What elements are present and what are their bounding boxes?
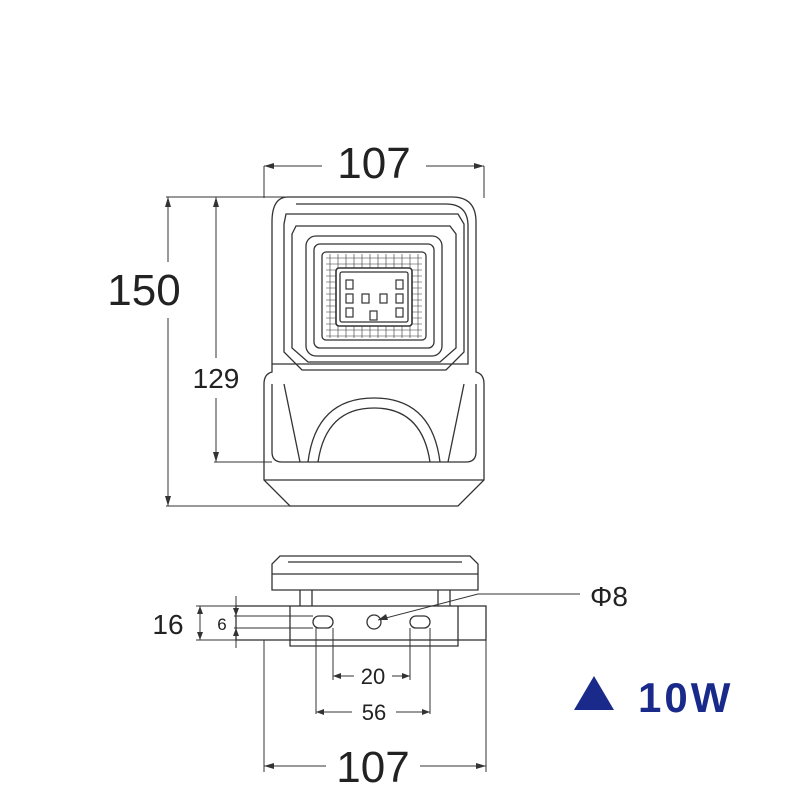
arrowhead — [165, 197, 171, 207]
side-mount-width-label: 56 — [362, 700, 386, 725]
side-housing-top — [271, 555, 479, 591]
power-label: 10W — [638, 674, 733, 721]
hole-leader-line — [377, 593, 580, 621]
front-width-label: 107 — [337, 139, 410, 188]
led-board — [335, 267, 413, 327]
lens-frame-inner — [321, 251, 427, 341]
led-chip — [361, 293, 370, 304]
led-chips — [345, 279, 404, 321]
front-housing-outline — [263, 196, 485, 507]
mount-hole — [366, 614, 382, 630]
side-view — [235, 555, 487, 647]
led-chip — [345, 279, 354, 290]
side-housing-body-inner — [311, 590, 439, 606]
arrowhead — [264, 163, 274, 169]
front-bracket-arch — [307, 397, 441, 463]
led-chip — [369, 310, 378, 321]
hole-diameter-label: Φ8 — [590, 581, 628, 612]
front-inner-height-label: 129 — [193, 363, 240, 394]
front-bracket-side-right — [447, 383, 465, 463]
arrowheads — [165, 163, 486, 769]
arrowhead — [213, 452, 219, 462]
front-housing-inner-rim — [272, 203, 469, 365]
arrowhead — [402, 673, 410, 679]
front-bracket-arch-inner — [317, 407, 431, 463]
arrowhead — [233, 608, 239, 616]
side-width-label: 107 — [336, 743, 409, 792]
arrowhead — [197, 606, 203, 614]
side-slot-label: 6 — [217, 615, 226, 634]
triangle-icon — [574, 676, 614, 710]
arrowhead — [233, 628, 239, 636]
mount-slot-left — [312, 615, 334, 629]
front-view — [263, 196, 485, 507]
front-height-label: 150 — [107, 266, 180, 315]
arrowhead — [474, 163, 484, 169]
led-chip — [345, 307, 354, 318]
side-housing-body — [299, 590, 451, 606]
led-chip — [395, 293, 404, 304]
power-badge: 10W — [574, 674, 733, 721]
front-bevel — [283, 213, 465, 371]
side-slot-spacing-label: 20 — [361, 664, 385, 689]
led-chip — [395, 279, 404, 290]
side-thickness-label: 16 — [152, 609, 183, 640]
led-board-inner — [339, 271, 409, 323]
arrowhead — [316, 709, 324, 715]
mount-bracket — [235, 605, 487, 641]
led-chip — [345, 293, 354, 304]
mount-bracket-bottom — [289, 640, 459, 647]
arrowhead — [333, 673, 341, 679]
lens-frame-outer — [305, 235, 443, 357]
arrowhead — [422, 709, 430, 715]
arrowhead — [476, 763, 486, 769]
mount-bracket-edge — [289, 606, 459, 640]
arrowhead — [213, 197, 219, 207]
led-chip — [395, 307, 404, 318]
arrowhead — [197, 632, 203, 640]
front-bevel-inner — [291, 225, 457, 363]
mount-slot-right — [409, 615, 431, 629]
led-chip — [379, 293, 388, 304]
front-dimensions — [166, 165, 485, 507]
front-bracket — [271, 384, 477, 463]
front-bracket-side-left — [283, 383, 301, 463]
lens-frame-mid — [313, 243, 435, 349]
arrowhead — [165, 496, 171, 506]
arrowhead — [264, 763, 274, 769]
arrowhead — [378, 614, 388, 620]
